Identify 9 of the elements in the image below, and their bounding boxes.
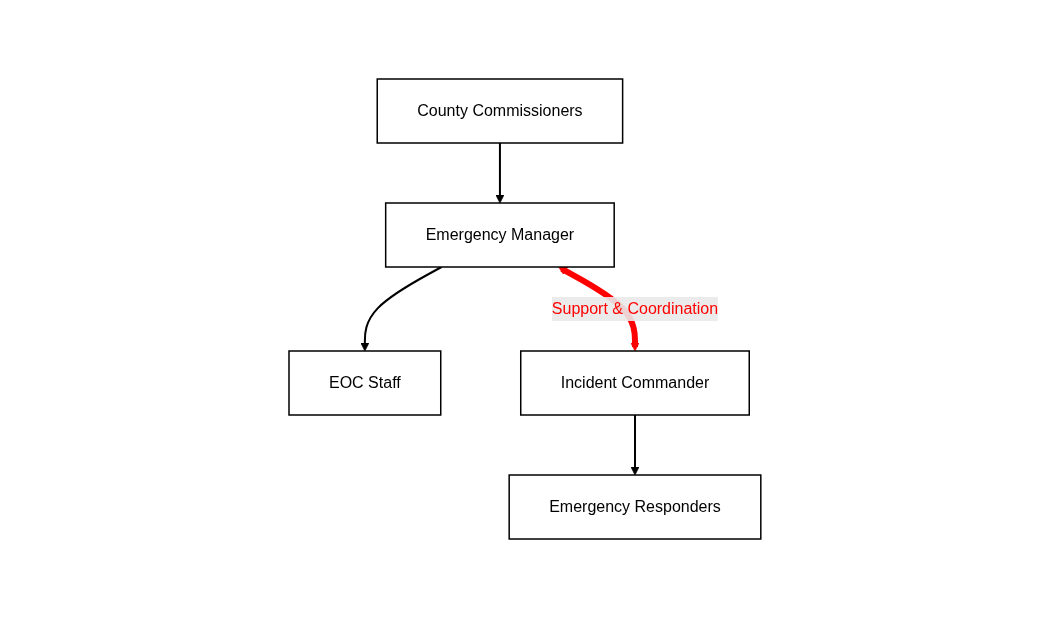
edge-label: Support & Coordination — [551, 300, 719, 317]
node-box: County Commissioners — [376, 78, 624, 144]
arrow — [495, 142, 505, 204]
node-box: Incident Commander — [520, 350, 751, 416]
node-box: EOC Staff — [288, 350, 442, 416]
node-box: Emergency Manager — [385, 202, 616, 268]
node-box: Emergency Responders — [508, 474, 762, 540]
arrow — [630, 414, 640, 476]
arrow — [360, 266, 443, 352]
